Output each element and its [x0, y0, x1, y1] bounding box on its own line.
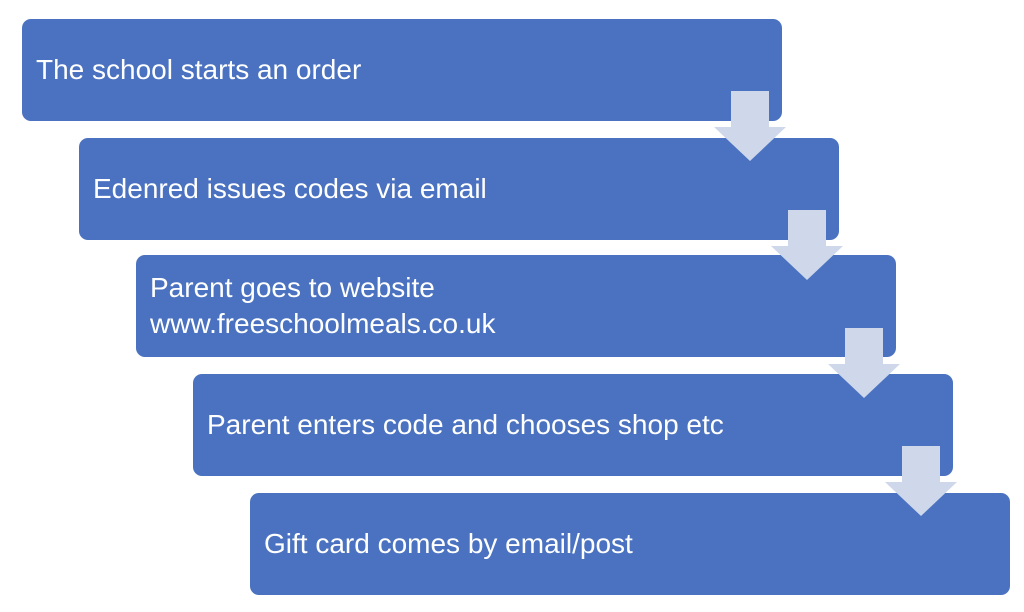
down-arrow-icon [710, 91, 790, 161]
step-box-4: Parent enters code and chooses shop etc [193, 374, 953, 476]
down-arrow-icon [824, 328, 904, 398]
step-3-label: Parent goes to website www.freeschoolmea… [150, 272, 496, 339]
step-1-label: The school starts an order [36, 54, 362, 85]
step-box-1: The school starts an order [22, 19, 782, 121]
step-4-label: Parent enters code and chooses shop etc [207, 409, 724, 440]
down-arrow-icon [881, 446, 961, 516]
step-box-5: Gift card comes by email/post [250, 493, 1010, 595]
step-5-label: Gift card comes by email/post [264, 528, 633, 559]
down-arrow-icon [767, 210, 847, 280]
step-2-label: Edenred issues codes via email [93, 173, 487, 204]
step-box-2: Edenred issues codes via email [79, 138, 839, 240]
step-box-3: Parent goes to website www.freeschoolmea… [136, 255, 896, 357]
